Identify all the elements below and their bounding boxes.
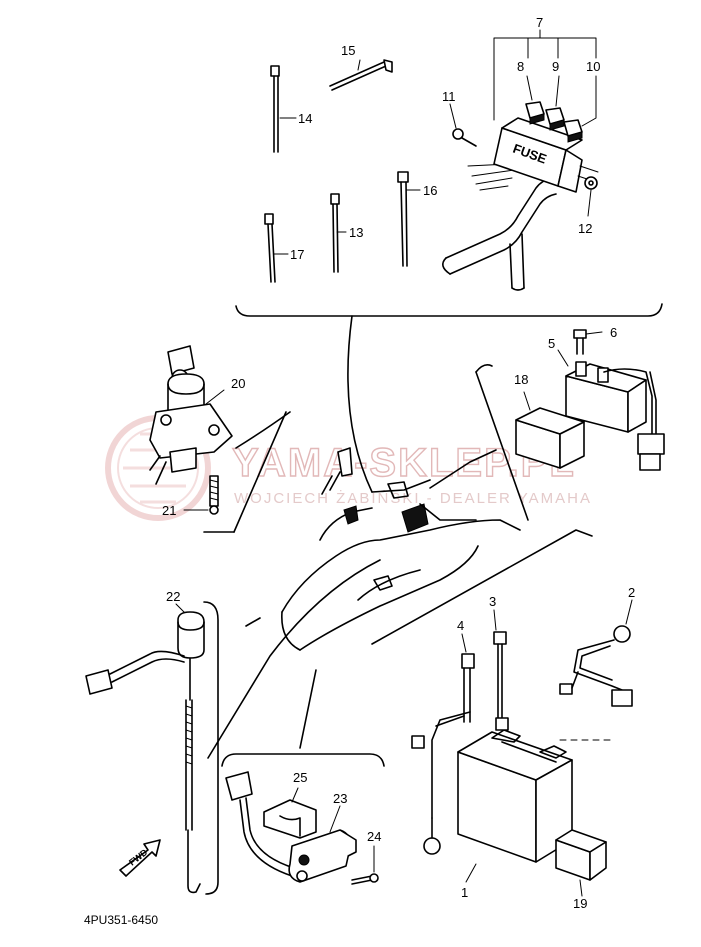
callout-18: 18 [514, 372, 528, 387]
callout-24: 24 [367, 829, 381, 844]
fuse-box: FUSE [493, 117, 599, 193]
motorcycle-outline [207, 315, 593, 759]
switch-23 [288, 805, 357, 883]
cover-25 [263, 787, 317, 839]
callout-14: 14 [298, 111, 312, 126]
fuse-8 [525, 101, 545, 125]
callout-21: 21 [162, 503, 176, 518]
callout-11: 11 [442, 89, 456, 104]
callout-1: 1 [461, 885, 468, 900]
watermark-subtitle: WOJCIECH ŻABIŃSKI - DEALER YAMAHA [234, 489, 592, 507]
callout-16: 16 [423, 183, 437, 198]
callouts: 1 2 3 4 5 6 7 8 9 10 11 12 13 14 15 16 1… [162, 15, 635, 911]
callout-15: 15 [341, 43, 355, 58]
battery-1 [457, 729, 573, 883]
bracket-left [203, 601, 219, 895]
relay-19 [555, 829, 607, 897]
main-switch-20 [149, 345, 291, 533]
callout-9: 9 [552, 59, 559, 74]
callout-13: 13 [349, 225, 363, 240]
cable-tie-16 [397, 171, 409, 267]
callout-8: 8 [517, 59, 524, 74]
callout-19: 19 [573, 896, 587, 911]
top-group: FUSE [235, 29, 663, 317]
screw-11 [452, 128, 477, 147]
callout-7: 7 [536, 15, 543, 30]
starter-relay-5 [565, 361, 665, 471]
bracket-bottom [221, 753, 385, 767]
callout-25: 25 [293, 770, 307, 785]
battery-cable-3 [493, 609, 509, 731]
callout-23: 23 [333, 791, 347, 806]
cable-tie-17 [264, 213, 276, 283]
fwd-arrow: FWD [119, 839, 161, 877]
diagram-code: 4PU351-6450 [84, 913, 158, 927]
wire-clamp-15 [329, 59, 393, 91]
cable-tie-14 [270, 65, 280, 153]
callout-20: 20 [231, 376, 245, 391]
callout-22: 22 [166, 589, 180, 604]
battery-cable-2 [559, 599, 633, 741]
top-group-bracket [235, 303, 663, 317]
fuse-10 [563, 119, 583, 143]
callout-6: 6 [610, 325, 617, 340]
nut-12 [584, 176, 598, 190]
callout-5: 5 [548, 336, 555, 351]
screw-24 [351, 845, 379, 885]
callout-2: 2 [628, 585, 635, 600]
sensor-switch-22 [85, 603, 205, 894]
callout-4: 4 [457, 618, 464, 633]
callout-3: 3 [489, 594, 496, 609]
connector-coupler [225, 771, 295, 877]
cable-tie-13 [330, 193, 340, 273]
fuse-9 [545, 107, 565, 131]
battery-cable-4 [411, 633, 475, 855]
callout-17: 17 [290, 247, 304, 262]
bolt-6 [573, 329, 603, 355]
callout-12: 12 [578, 221, 592, 236]
wire-harness [442, 163, 557, 291]
callout-10: 10 [586, 59, 600, 74]
relay-18 [515, 349, 585, 469]
